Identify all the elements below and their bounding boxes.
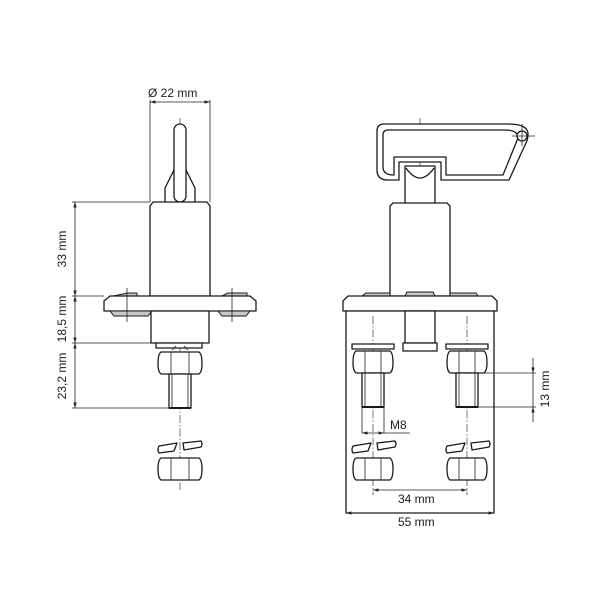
lower-body-front (345, 310, 495, 514)
key-height-label: 33 mm (55, 230, 69, 268)
side-view (72, 100, 257, 490)
terminal-left-front (351, 343, 395, 433)
stud-spacing-label: 34 mm (398, 492, 435, 506)
lower-body-side (150, 310, 210, 349)
stud-length-label: 23,2 mm (55, 352, 69, 400)
terminal-stud-side (168, 373, 192, 409)
thread-length-label: 13 mm (538, 370, 552, 408)
key-handle-front (376, 123, 535, 181)
thread-length-dimension (478, 358, 536, 422)
flange-side (103, 288, 257, 322)
diameter-label: Ø 22 mm (148, 86, 198, 100)
thread-size-label: M8 (390, 418, 407, 432)
body-cylinder-side (149, 201, 211, 297)
overall-width-label: 55 mm (398, 515, 435, 529)
terminal-right-front (445, 343, 489, 408)
key-blade-side (164, 123, 196, 203)
flange-front (342, 291, 498, 312)
loose-hardware-front (351, 440, 491, 481)
loose-nut-side (157, 457, 203, 481)
diameter-dimension (149, 100, 211, 202)
spring-washer-side (157, 440, 203, 454)
body-cylinder-front (389, 202, 451, 297)
body-height-label: 18,5 mm (55, 295, 69, 343)
front-view (342, 118, 536, 515)
key-shank-front (404, 165, 436, 205)
height-dimensions (72, 201, 169, 409)
terminal-nut-side (157, 345, 203, 375)
